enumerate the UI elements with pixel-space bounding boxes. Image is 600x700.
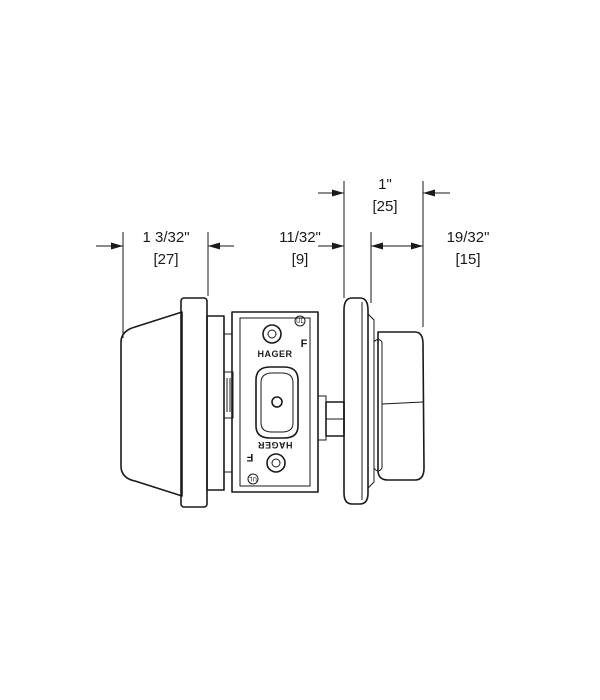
interior-rose-outline	[343, 297, 369, 505]
bolt-center-hole	[271, 396, 283, 408]
cylinder-tailpiece	[223, 371, 234, 419]
dimension-thumbturn-projection: 19/32" [15]	[371, 229, 489, 268]
dimension-imperial: 1"	[378, 176, 392, 193]
spindle-housing	[317, 395, 327, 441]
cylinder-rose	[180, 297, 208, 508]
cylinder-collar	[206, 315, 225, 491]
thumbturn-base	[373, 339, 383, 472]
listing-mark-text: UL	[296, 319, 304, 325]
brand-mark-bottom: HAGER	[257, 440, 292, 450]
faceplate-inner-border	[239, 317, 311, 487]
dimension-cylinder-projection: 1 3/32" [27]	[96, 229, 234, 338]
dimension-bolt-offset: 11/32" [9]	[279, 229, 383, 303]
dimension-metric: [25]	[372, 198, 397, 215]
arrowhead	[411, 242, 423, 250]
arrowhead	[332, 242, 344, 250]
cylinder-body	[120, 311, 183, 497]
brand-mark-top: HAGER	[257, 349, 292, 359]
arrowhead	[332, 189, 344, 197]
thumbturn-grip-line	[381, 401, 424, 405]
interior-rose-edge	[367, 313, 375, 489]
thumbturn	[373, 331, 425, 481]
bottom-screw-center	[271, 458, 281, 468]
arrowhead	[111, 242, 123, 250]
dimension-metric: [9]	[292, 251, 309, 268]
listing-mark-top	[294, 315, 306, 327]
thumbturn-outline	[377, 331, 425, 481]
bottom-screw-hole	[266, 453, 286, 473]
bolt-face	[255, 366, 299, 439]
dimension-imperial: 19/32"	[447, 229, 490, 246]
arrowhead	[208, 242, 220, 250]
listing-mark-text: UL	[249, 475, 257, 481]
top-screw-hole	[262, 324, 282, 344]
fire-mark-top: F	[301, 338, 308, 350]
dimension-door-gap: 1" [25]	[318, 176, 450, 327]
arrowhead	[423, 189, 435, 197]
dimension-metric: [27]	[153, 251, 178, 268]
dimension-imperial: 1 3/32"	[142, 229, 189, 246]
bolt-face-inner	[260, 372, 294, 433]
dimension-metric: [15]	[455, 251, 480, 268]
listing-mark-bottom	[247, 473, 259, 485]
dimension-imperial: 11/32"	[279, 229, 321, 246]
spindle	[317, 395, 345, 441]
faceplate: UL F HAGER HAGER F UL	[231, 311, 319, 493]
exterior-cylinder	[120, 297, 234, 508]
top-screw-center	[267, 329, 277, 339]
interior-rose	[343, 297, 375, 505]
fire-mark-bottom: F	[246, 451, 253, 463]
